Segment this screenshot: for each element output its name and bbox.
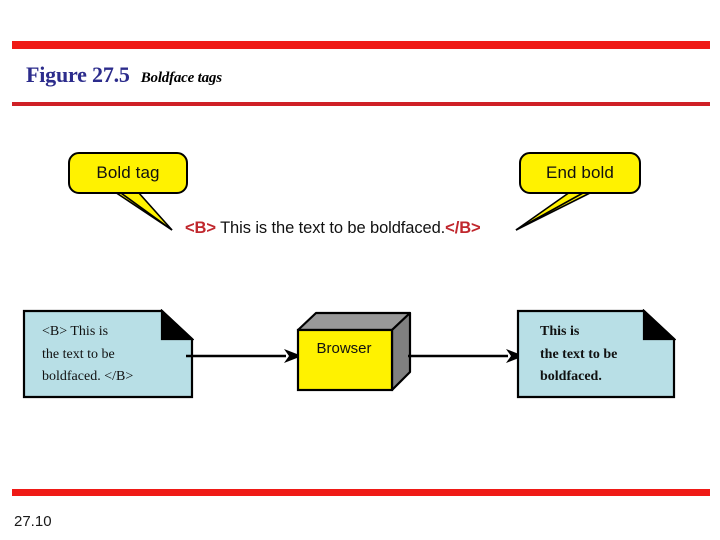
callout-bubble-end-bold: End bold [519, 152, 641, 194]
code-line: <B> This is the text to be boldfaced.</B… [185, 219, 481, 238]
heading-divider-rule [12, 102, 710, 106]
output-document-line: This is [540, 324, 580, 339]
output-document: This is the text to be boldfaced. [516, 309, 676, 405]
callout-end-bold: End bold [500, 152, 660, 234]
input-document-line: boldfaced. </B> [42, 369, 134, 385]
figure-label: Figure 27.5 [26, 62, 130, 87]
browser-box-shape [296, 311, 412, 392]
bottom-accent-rule [12, 489, 710, 496]
figure-caption: Boldface tags [140, 70, 222, 86]
callout-bold-tag: Bold tag [68, 152, 258, 234]
input-document: <B> This is the text to be boldfaced. </… [22, 309, 194, 405]
input-document-line: <B> This is [42, 324, 109, 339]
arrow-browser-to-output [408, 349, 524, 363]
arrow-input-to-browser [186, 349, 302, 363]
code-close-tag: </B> [445, 219, 481, 237]
input-document-line: the text to be [42, 346, 115, 362]
callout-label-end-bold: End bold [546, 163, 614, 182]
input-document-text: <B> This is the text to be boldfaced. </… [42, 321, 133, 389]
output-document-text: This is the text to be boldfaced. [540, 321, 617, 389]
code-open-tag: <B> [185, 219, 216, 237]
browser-box: Browser [296, 310, 412, 394]
output-document-line: boldfaced. [540, 369, 602, 385]
top-accent-rule [12, 41, 710, 49]
callout-bubble-bold-tag: Bold tag [68, 152, 188, 194]
document-shape-input [22, 309, 194, 399]
document-shape-output [516, 309, 676, 399]
figure-heading: Figure 27.5 Boldface tags [26, 62, 222, 88]
callout-label-bold-tag: Bold tag [96, 163, 160, 182]
browser-box-label: Browser [316, 340, 372, 357]
output-document-line: the text to be [540, 346, 618, 362]
code-body: This is the text to be boldfaced. [215, 219, 446, 237]
page-number: 27.10 [14, 513, 52, 530]
